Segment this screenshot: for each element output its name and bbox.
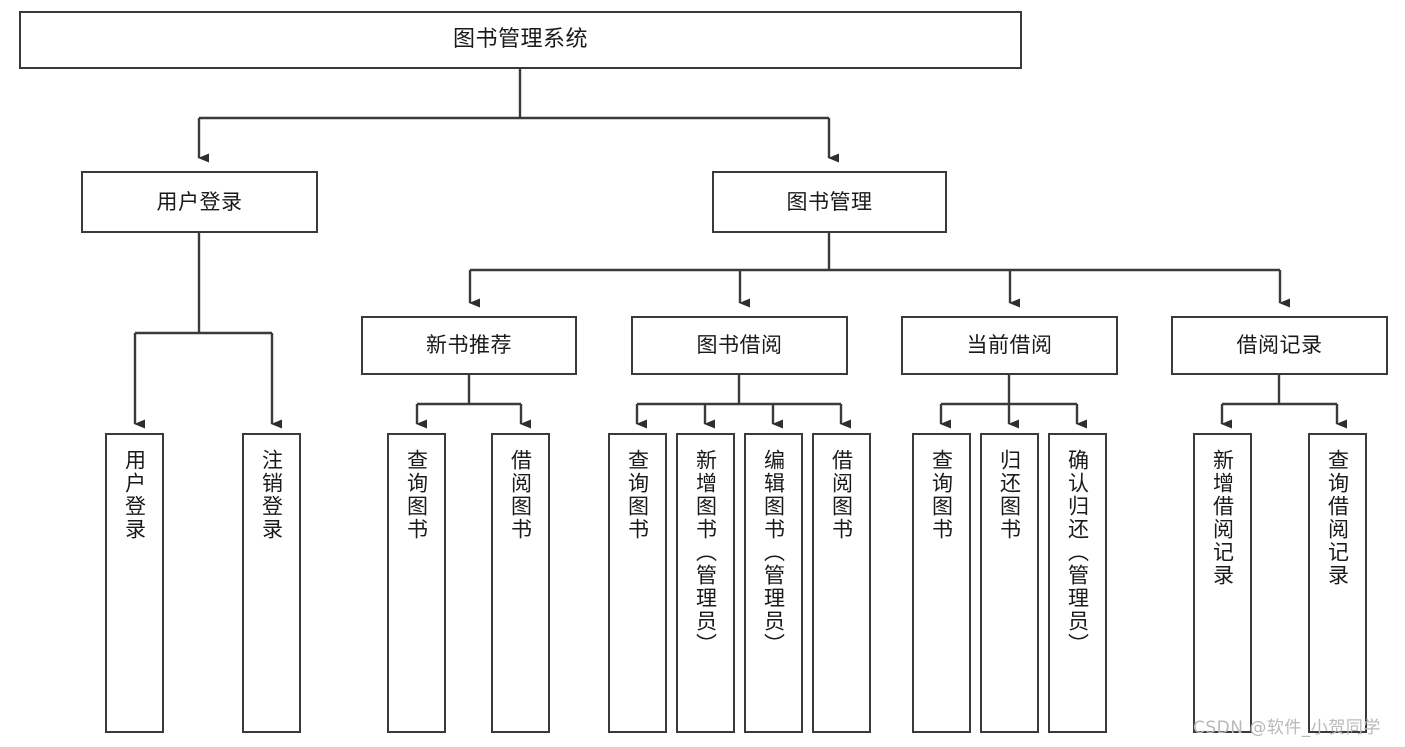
- node-book-borrowing-label: 图书借阅: [696, 333, 783, 358]
- leaf-confirm-return[interactable]: 确认归还（管理员）: [1048, 433, 1107, 733]
- node-book-management[interactable]: 图书管理: [712, 171, 947, 233]
- node-new-book-recommendation[interactable]: 新书推荐: [361, 316, 577, 375]
- leaf-logout-label: 注销登录: [259, 449, 284, 541]
- leaf-add-borrow-record-label: 新增借阅记录: [1210, 449, 1235, 587]
- csdn-watermark: CSDN @软件_小贺同学: [1193, 718, 1381, 738]
- leaf-borrow-book-recommendation-label: 借阅图书: [508, 449, 533, 541]
- leaf-add-borrow-record[interactable]: 新增借阅记录: [1193, 433, 1252, 733]
- leaf-return-book-label: 归还图书: [997, 449, 1022, 541]
- leaf-add-book[interactable]: 新增图书（管理员）: [676, 433, 735, 733]
- node-borrowing-record-label: 借阅记录: [1236, 333, 1323, 358]
- leaf-edit-book-label: 编辑图书（管理员）: [761, 449, 786, 656]
- leaf-query-book-current[interactable]: 查询图书: [912, 433, 971, 733]
- node-new-book-recommendation-label: 新书推荐: [426, 333, 512, 358]
- node-user-login-label: 用户登录: [156, 189, 243, 214]
- leaf-return-book[interactable]: 归还图书: [980, 433, 1039, 733]
- node-current-borrowing[interactable]: 当前借阅: [901, 316, 1118, 375]
- node-book-borrowing[interactable]: 图书借阅: [631, 316, 848, 375]
- leaf-user-login[interactable]: 用户登录: [105, 433, 164, 733]
- leaf-borrow-book-borrowing-label: 借阅图书: [829, 449, 854, 541]
- node-user-login[interactable]: 用户登录: [81, 171, 318, 233]
- node-root[interactable]: 图书管理系统: [19, 11, 1022, 69]
- leaf-add-book-label: 新增图书（管理员）: [693, 449, 718, 656]
- leaf-query-book-recommendation-label: 查询图书: [404, 449, 429, 541]
- leaf-query-book-borrowing-label: 查询图书: [625, 449, 650, 541]
- node-current-borrowing-label: 当前借阅: [966, 333, 1053, 358]
- leaf-user-login-label: 用户登录: [122, 449, 147, 541]
- leaf-confirm-return-label: 确认归还（管理员）: [1065, 449, 1090, 656]
- node-book-management-label: 图书管理: [786, 189, 873, 214]
- leaf-query-borrow-record-label: 查询借阅记录: [1325, 449, 1350, 587]
- leaf-edit-book[interactable]: 编辑图书（管理员）: [744, 433, 803, 733]
- leaf-query-book-recommendation[interactable]: 查询图书: [387, 433, 446, 733]
- leaf-logout[interactable]: 注销登录: [242, 433, 301, 733]
- leaf-query-book-current-label: 查询图书: [929, 449, 954, 541]
- leaf-query-book-borrowing[interactable]: 查询图书: [608, 433, 667, 733]
- node-borrowing-record[interactable]: 借阅记录: [1171, 316, 1388, 375]
- leaf-borrow-book-borrowing[interactable]: 借阅图书: [812, 433, 871, 733]
- leaf-query-borrow-record[interactable]: 查询借阅记录: [1308, 433, 1367, 733]
- leaf-borrow-book-recommendation[interactable]: 借阅图书: [491, 433, 550, 733]
- node-root-label: 图书管理系统: [452, 27, 588, 53]
